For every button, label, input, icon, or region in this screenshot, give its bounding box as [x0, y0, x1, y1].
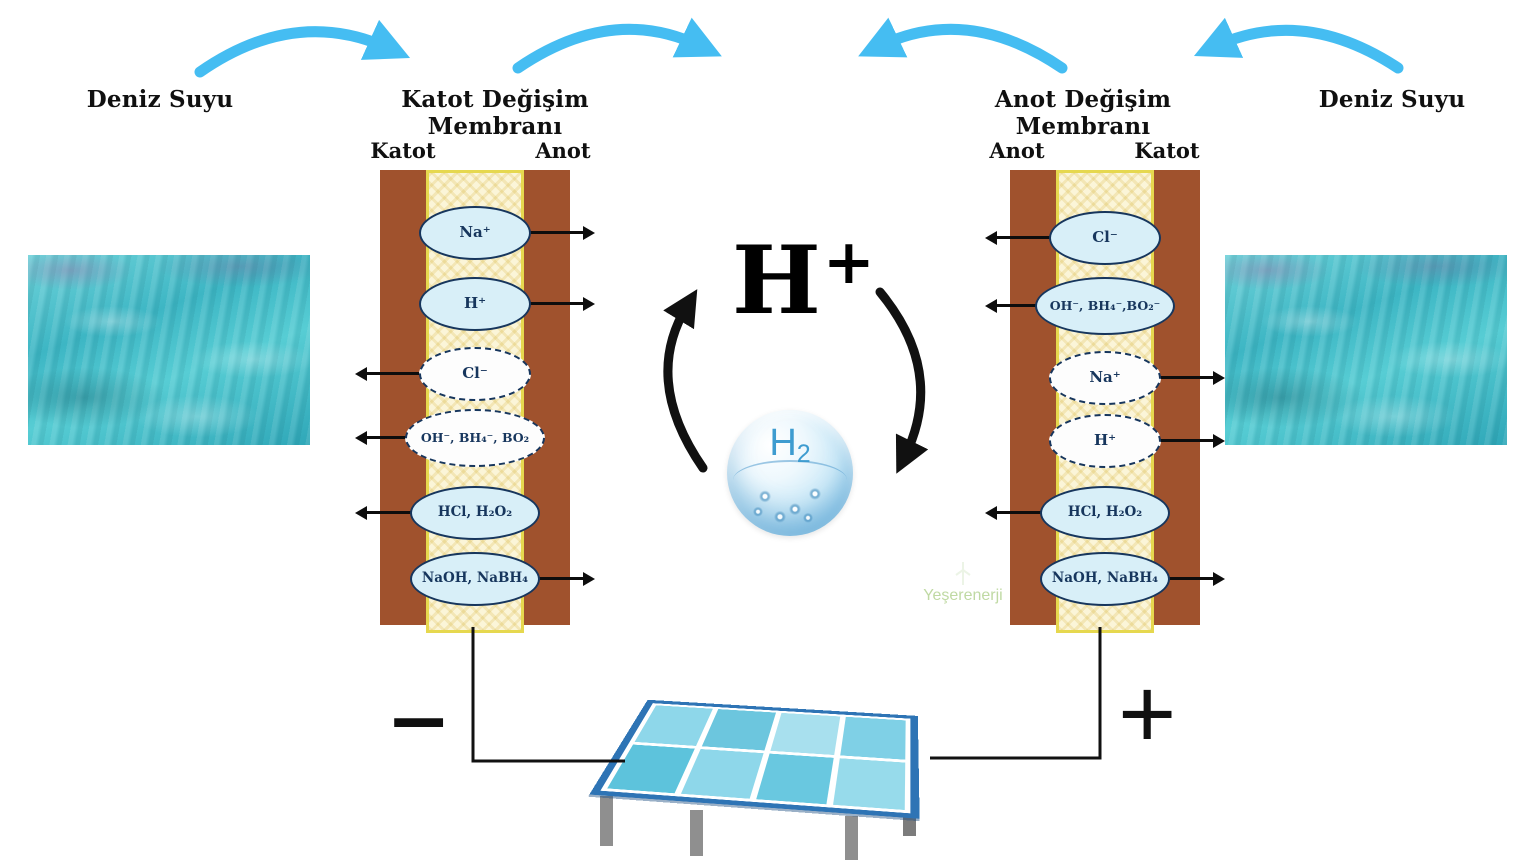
- solar-cell: [680, 749, 764, 799]
- h2-subscript: 2: [796, 440, 811, 468]
- ion-ellipse: H⁺: [419, 276, 531, 331]
- ion-row: NaOH, NaBH₄: [996, 551, 1214, 606]
- h2-symbol: H: [769, 422, 797, 464]
- ion-ellipse: OH⁻, BH₄⁻, BO₂: [405, 408, 545, 467]
- ion-label: HCl, H₂O₂: [437, 504, 513, 521]
- solar-cell: [756, 753, 834, 805]
- solar-panel: [589, 647, 920, 857]
- ion-row: HCl, H₂O₂: [996, 485, 1214, 540]
- ion-flow-arrow-icon: [530, 302, 584, 305]
- ion-label: Na⁺: [459, 222, 491, 241]
- solar-cell: [840, 716, 906, 760]
- left-cell-anode-label: Anot: [535, 138, 591, 163]
- solar-panel-leg: [690, 810, 703, 856]
- ion-flow-arrow-icon: [366, 511, 420, 514]
- anode-exchange-membrane-title: Anot Değişim Membranı: [994, 86, 1172, 140]
- ion-label: OH⁻, BH₄⁻, BO₂: [420, 429, 530, 445]
- ion-label: HCl, H₂O₂: [1067, 504, 1143, 521]
- ion-label: H⁺: [1093, 430, 1117, 449]
- seawater-photo-left: [28, 255, 310, 445]
- right-electrolysis-cell: Cl⁻ OH⁻, BH₄⁻,BO₂⁻ Na⁺ H⁺ HCl, H₂O₂ NaOH…: [996, 170, 1214, 633]
- right-cell-cathode-bar: [1154, 170, 1200, 625]
- negative-terminal-label: −: [386, 675, 452, 766]
- positive-terminal-label: +: [1118, 658, 1177, 770]
- hydrogen-cycle-arrow-down-icon: [875, 287, 929, 474]
- h-plus-label: H+: [732, 231, 875, 329]
- h-plus-superscript: +: [822, 225, 875, 298]
- ion-flow-arrow-icon: [366, 372, 420, 375]
- ion-ellipse: Na⁺: [1049, 350, 1161, 405]
- ion-flow-arrow-icon: [996, 511, 1050, 514]
- ion-ellipse: Na⁺: [419, 205, 531, 260]
- flow-arrow-seawater-to-right-membrane-icon: [1193, 17, 1404, 74]
- ion-ellipse: HCl, H₂O₂: [1040, 485, 1170, 540]
- ion-flow-arrow-icon: [366, 436, 420, 439]
- solar-cell: [607, 744, 695, 794]
- solar-panel-top: [589, 699, 920, 819]
- watermark: Yeşerenerji: [888, 560, 1038, 605]
- ion-ellipse: H⁺: [1049, 413, 1161, 468]
- ion-flow-arrow-icon: [1160, 376, 1214, 379]
- ion-flow-arrow-icon: [996, 236, 1050, 239]
- ion-row: OH⁻, BH₄⁻, BO₂: [366, 408, 584, 467]
- ion-ellipse: Cl⁻: [1049, 210, 1161, 265]
- seawater-label-right: Deniz Suyu: [1318, 86, 1466, 113]
- right-cell-anode-label: Anot: [989, 138, 1045, 163]
- ion-row: H⁺: [366, 276, 584, 331]
- solar-cell: [634, 705, 713, 746]
- flow-arrow-left-membrane-to-center-icon: [512, 17, 722, 74]
- ion-flow-arrow-icon: [530, 577, 584, 580]
- ion-ellipse: NaOH, NaBH₄: [1040, 551, 1170, 606]
- ion-row: HCl, H₂O₂: [366, 485, 584, 540]
- ion-label: Na⁺: [1089, 367, 1121, 386]
- left-electrolysis-cell: Na⁺ H⁺ Cl⁻ OH⁻, BH₄⁻, BO₂ HCl, H₂O₂ NaOH…: [366, 170, 584, 633]
- h-plus-symbol: H: [732, 226, 821, 336]
- ion-flow-arrow-icon: [1160, 577, 1214, 580]
- ion-label: NaOH, NaBH₄: [421, 570, 529, 587]
- solar-cell: [701, 709, 777, 751]
- right-cell-anode-bar: [1010, 170, 1056, 625]
- ion-row: H⁺: [996, 413, 1214, 468]
- h2-label: H2: [727, 422, 853, 469]
- solar-cell: [770, 712, 841, 756]
- ion-label: H⁺: [463, 293, 487, 312]
- ion-label: OH⁻, BH₄⁻,BO₂⁻: [1049, 297, 1161, 313]
- left-cell-anode-bar: [524, 170, 570, 625]
- ion-row: NaOH, NaBH₄: [366, 551, 584, 606]
- right-cell-cathode-label: Katot: [1134, 138, 1200, 163]
- hydrogen-bubble: H2: [727, 410, 853, 536]
- ion-ellipse: NaOH, NaBH₄: [410, 551, 540, 606]
- left-cell-cathode-label: Katot: [370, 138, 436, 163]
- solar-cell: [833, 758, 906, 810]
- ion-ellipse: Cl⁻: [419, 346, 531, 401]
- ion-ellipse: HCl, H₂O₂: [410, 485, 540, 540]
- solar-panel-leg: [600, 796, 613, 846]
- flow-arrow-seawater-to-left-membrane-icon: [194, 19, 411, 78]
- watermark-text: Yeşerenerji: [923, 587, 1003, 604]
- wind-turbine-icon: [955, 562, 971, 585]
- ion-row: Cl⁻: [996, 210, 1214, 265]
- negative-wire: [471, 627, 625, 763]
- positive-wire: [930, 627, 1102, 760]
- ion-flow-arrow-icon: [530, 231, 584, 234]
- cathode-exchange-membrane-title: Katot Değişim Membranı: [401, 86, 589, 140]
- ion-flow-arrow-icon: [1160, 439, 1214, 442]
- left-cell-cathode-bar: [380, 170, 426, 625]
- ion-label: Cl⁻: [462, 363, 488, 382]
- seawater-label-left: Deniz Suyu: [86, 86, 234, 113]
- ion-row: OH⁻, BH₄⁻,BO₂⁻: [996, 276, 1214, 335]
- ion-label: Cl⁻: [1092, 227, 1118, 246]
- ion-row: Na⁺: [366, 205, 584, 260]
- hydrogen-cycle-arrow-up-icon: [663, 289, 708, 473]
- solar-panel-leg: [845, 816, 858, 860]
- seawater-photo-right: [1225, 255, 1507, 445]
- ion-row: Na⁺: [996, 350, 1214, 405]
- ion-ellipse: OH⁻, BH₄⁻,BO₂⁻: [1035, 276, 1175, 335]
- flow-arrow-right-membrane-to-center-icon: [858, 17, 1068, 74]
- ion-row: Cl⁻: [366, 346, 584, 401]
- ion-flow-arrow-icon: [996, 304, 1050, 307]
- ion-label: NaOH, NaBH₄: [1051, 570, 1159, 587]
